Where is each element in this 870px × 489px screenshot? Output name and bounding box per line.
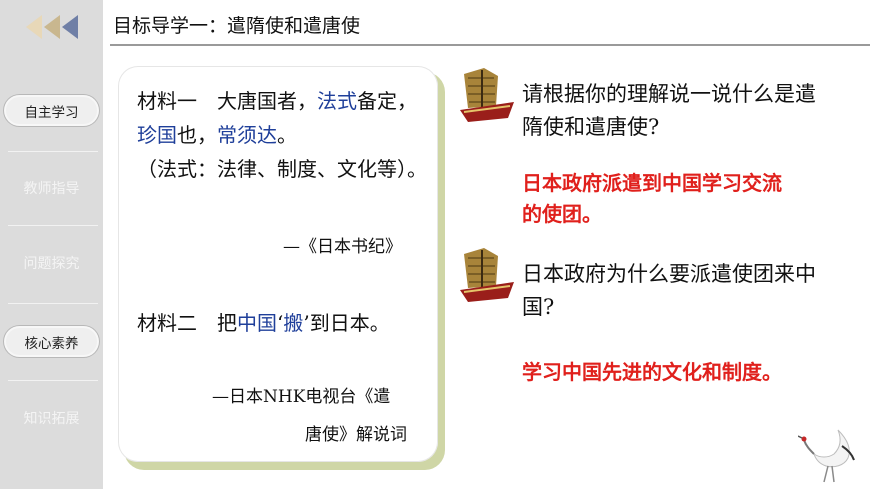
keyword: 中国 bbox=[237, 311, 277, 335]
keyword: 搬 bbox=[283, 311, 304, 335]
question-two: 日本政府为什么要派遣使团来中国? bbox=[522, 262, 816, 319]
material-two-text: 材料二 把中国‘搬’到日本。 bbox=[137, 311, 390, 335]
material-one-note: （法式：法律、制度、文化等）。 bbox=[137, 157, 427, 181]
keyword: 常须达 bbox=[217, 123, 277, 147]
sidebar: 自主学习 教师指导 问题探究 核心素养 知识拓展 bbox=[0, 0, 103, 489]
sidebar-item-problem-inquiry[interactable]: 问题探究 bbox=[0, 253, 103, 273]
material-two-source-line1: —日本NHK电视台《遣 bbox=[212, 387, 391, 407]
divider bbox=[8, 380, 98, 381]
divider bbox=[8, 151, 98, 152]
question-one: 请根据你的理解说一说什么是遣隋使和遣唐使? bbox=[522, 82, 816, 139]
sidebar-item-label: 知识拓展 bbox=[23, 411, 80, 427]
answer-two: 学习中国先进的文化和制度。 bbox=[522, 360, 782, 384]
divider bbox=[8, 225, 98, 226]
sidebar-item-self-study[interactable]: 自主学习 bbox=[6, 97, 97, 124]
crane-icon bbox=[798, 429, 855, 483]
material-two-source-line2: 唐使》解说词 bbox=[305, 425, 407, 445]
ship-icon bbox=[460, 248, 514, 302]
material-one-text: 材料一 大唐国者，法式备定，珍国也，常须达。（法式：法律、制度、文化等）。 bbox=[137, 89, 427, 181]
header: 目标导学一：遣隋使和遣唐使 bbox=[103, 0, 870, 46]
answer-one: 日本政府派遣到中国学习交流的使团。 bbox=[522, 171, 782, 226]
sidebar-item-knowledge-extension[interactable]: 知识拓展 bbox=[0, 408, 103, 428]
sidebar-item-label: 核心素养 bbox=[24, 335, 79, 352]
back-arrows-icon[interactable] bbox=[26, 14, 84, 40]
material-one-source: —《日本书纪》 bbox=[283, 237, 402, 257]
divider bbox=[8, 303, 98, 304]
ship-icon bbox=[460, 68, 514, 122]
sidebar-item-label: 问题探究 bbox=[23, 256, 80, 272]
keyword: 珍国 bbox=[137, 123, 177, 147]
sidebar-item-label: 教师指导 bbox=[23, 181, 80, 197]
sidebar-item-teacher-guide[interactable]: 教师指导 bbox=[0, 178, 103, 198]
material-card bbox=[118, 66, 438, 462]
sidebar-item-core-literacy[interactable]: 核心素养 bbox=[6, 328, 97, 355]
sidebar-item-label: 自主学习 bbox=[24, 104, 79, 121]
keyword: 法式 bbox=[317, 89, 357, 113]
title-underline bbox=[110, 44, 870, 46]
page-title: 目标导学一：遣隋使和遣唐使 bbox=[113, 15, 361, 37]
